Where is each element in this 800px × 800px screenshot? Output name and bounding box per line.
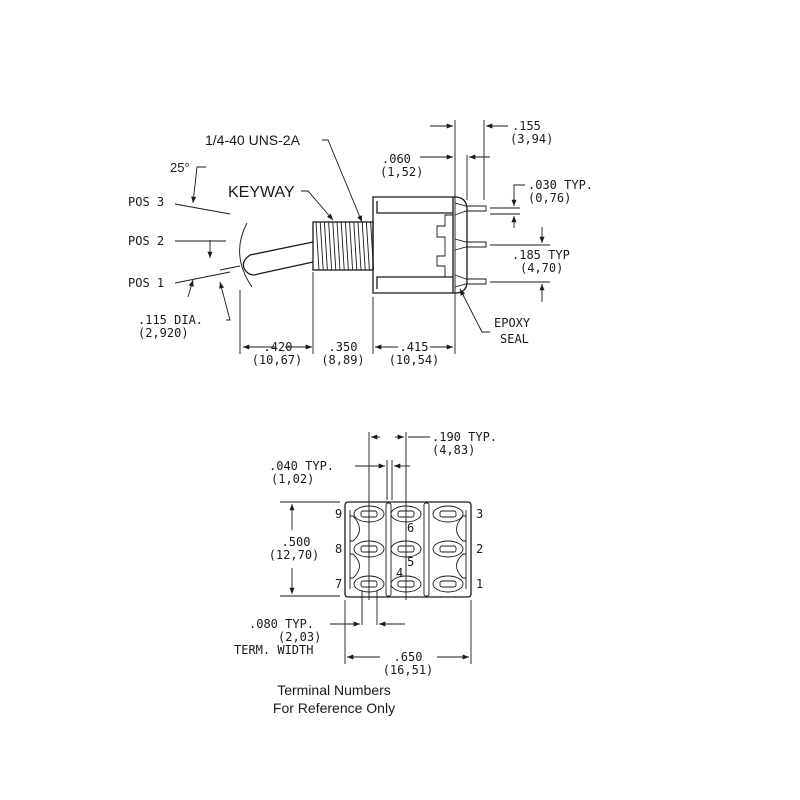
dim-040: .040 TYP.: [269, 459, 334, 473]
pos3-label: POS 3: [128, 195, 164, 209]
terminal-number-9: 9: [335, 507, 342, 521]
thread-line: [353, 221, 358, 271]
terminal-number-8: 8: [335, 542, 342, 556]
keyway-label: KEYWAY: [228, 184, 295, 201]
dim-185-mm: (4,70): [520, 261, 563, 275]
dim-060-mm: (1,52): [380, 165, 423, 179]
terminal-number-2: 2: [476, 542, 483, 556]
thread-line: [349, 221, 354, 271]
housing: [372, 196, 468, 294]
terminal-pad: [432, 575, 464, 593]
bottom-view: .190 TYP. (4,83) .040 TYP. (1,02) .500 (…: [234, 430, 497, 716]
thread-line: [365, 221, 370, 271]
lever-dia-label: .115 DIA.: [138, 313, 203, 327]
terminal-slot: [439, 545, 457, 553]
side-view: 1/4-40 UNS-2A 25° KEYWAY POS 3 POS 2 POS…: [128, 119, 593, 367]
thread-line: [361, 221, 366, 271]
pos2-label: POS 2: [128, 234, 164, 248]
dim-190: .190 TYP.: [432, 430, 497, 444]
thread-line: [315, 221, 320, 271]
toggle-lever: [239, 222, 314, 288]
side-terminals: [454, 202, 487, 288]
dim-040-mm: (1,02): [271, 472, 314, 486]
note-line-2: For Reference Only: [273, 700, 395, 716]
lever-dia-mm: (2,920): [138, 326, 189, 340]
pos1-label: POS 1: [128, 276, 164, 290]
thread-line: [336, 221, 341, 271]
thread-line: [370, 221, 375, 271]
dim-650: .650: [394, 650, 423, 664]
dim-650-mm: (16,51): [383, 663, 434, 677]
dim-030: .030 TYP.: [528, 178, 593, 192]
dim-190-mm: (4,83): [432, 443, 475, 457]
terminal-slot: [439, 580, 457, 588]
dim-500: .500: [282, 535, 311, 549]
thread-line: [323, 221, 328, 271]
base-outline: [344, 501, 472, 598]
dim-500-mm: (12,70): [269, 548, 320, 562]
thread-line: [328, 221, 333, 271]
seal-label: SEAL: [500, 332, 529, 346]
terminal-number-5: 5: [407, 555, 414, 569]
thread-line: [340, 221, 345, 271]
dim-185: .185 TYP: [512, 248, 570, 262]
dim-415-mm: (10,54): [389, 353, 440, 367]
terminal-number-7: 7: [335, 577, 342, 591]
dim-155: .155: [512, 119, 541, 133]
thread-line: [357, 221, 362, 271]
terminal-number-1: 1: [476, 577, 483, 591]
terminal-number-3: 3: [476, 507, 483, 521]
dim-080-mm: (2,03): [278, 630, 321, 644]
thread-spec-label: 1/4-40 UNS-2A: [205, 132, 301, 148]
dim-350: .350: [329, 340, 358, 354]
angle-label: 25°: [170, 160, 190, 175]
terminal-number-4: 4: [396, 566, 403, 580]
dim-030-mm: (0,76): [528, 191, 571, 205]
epoxy-label: EPOXY: [494, 316, 531, 330]
thread-line: [332, 221, 337, 271]
terminal-pad: [432, 540, 464, 558]
terminal-slot: [439, 510, 457, 518]
dim-420: .420: [264, 340, 293, 354]
dim-415: .415: [400, 340, 429, 354]
dim-060: .060: [382, 152, 411, 166]
terminal-number-6: 6: [407, 521, 414, 535]
dim-350-mm: (8,89): [321, 353, 364, 367]
note-line-1: Terminal Numbers: [277, 682, 391, 698]
threaded-bushing: [312, 221, 375, 271]
term-width-label: TERM. WIDTH: [234, 643, 313, 657]
thread-line: [344, 221, 349, 271]
dim-155-mm: (3,94): [510, 132, 553, 146]
terminal-pad: [432, 505, 464, 523]
thread-line: [319, 221, 324, 271]
dim-420-mm: (10,67): [252, 353, 303, 367]
dim-080: .080 TYP.: [249, 617, 314, 631]
